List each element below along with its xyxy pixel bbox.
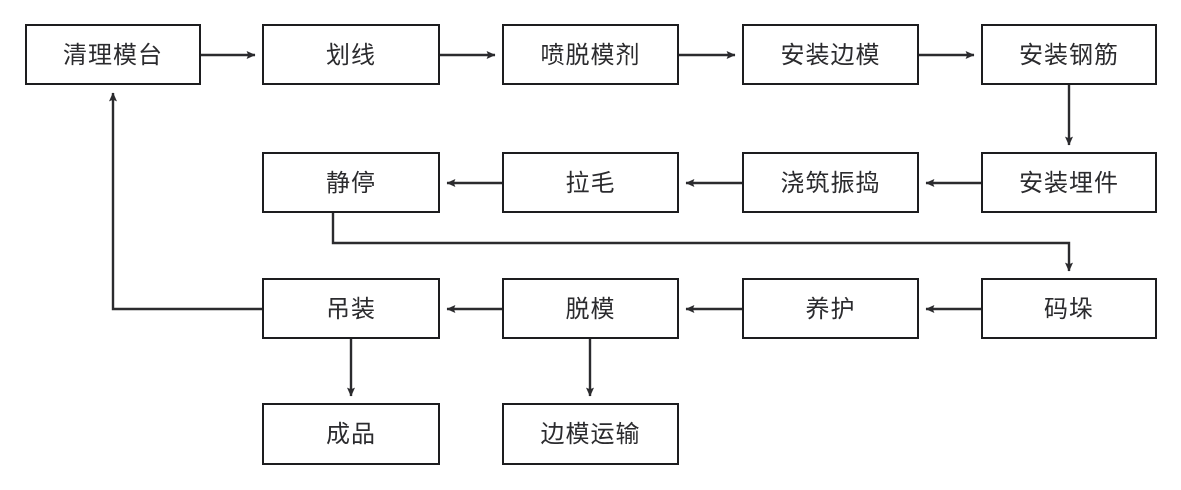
node-label: 划线 [326,40,376,69]
node-脱模[interactable]: 脱模 [502,278,679,339]
edge-静停-码垛 [331,213,1073,272]
node-label: 安装钢筋 [1019,40,1119,69]
node-划线[interactable]: 划线 [262,24,440,85]
node-安装埋件[interactable]: 安装埋件 [981,152,1157,213]
node-成品[interactable]: 成品 [262,403,440,465]
node-label: 静停 [326,168,376,197]
node-养护[interactable]: 养护 [742,278,919,339]
node-喷脱模剂[interactable]: 喷脱模剂 [502,24,679,85]
edge-吊装-清理模台-feedback [109,92,262,311]
node-label: 脱模 [565,294,616,323]
node-静停[interactable]: 静停 [262,152,440,213]
node-label: 拉毛 [565,168,616,197]
node-label: 安装埋件 [1019,168,1119,197]
node-label: 浇筑振捣 [780,168,881,197]
node-label: 成品 [326,420,376,448]
node-label: 养护 [805,294,856,323]
node-码垛[interactable]: 码垛 [981,278,1157,339]
node-安装边模[interactable]: 安装边模 [742,24,919,85]
node-安装钢筋[interactable]: 安装钢筋 [981,24,1157,85]
node-label: 吊装 [326,294,376,323]
node-边模运输[interactable]: 边模运输 [502,403,679,465]
node-label: 清理模台 [63,40,163,69]
node-label: 边模运输 [540,420,641,448]
node-拉毛[interactable]: 拉毛 [502,152,679,213]
node-清理模台[interactable]: 清理模台 [25,24,201,85]
node-浇筑振捣[interactable]: 浇筑振捣 [742,152,919,213]
node-label: 安装边模 [780,40,881,69]
node-吊装[interactable]: 吊装 [262,278,440,339]
node-label: 码垛 [1044,294,1094,323]
node-label: 喷脱模剂 [540,40,641,69]
